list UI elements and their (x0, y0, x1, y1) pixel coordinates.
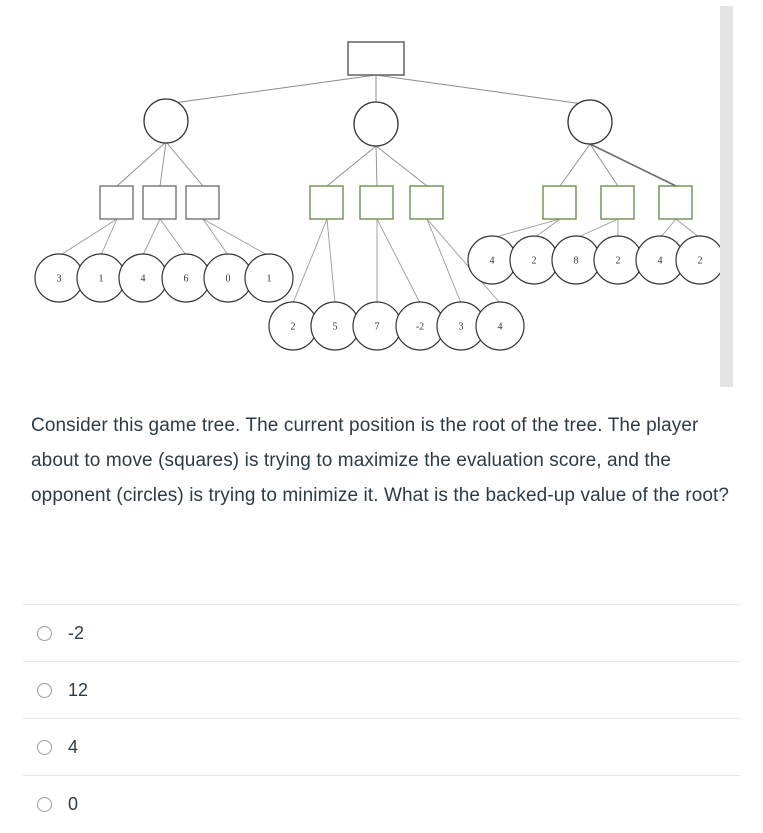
edge-m1-l2 (326, 218, 336, 304)
answer-option-row-2[interactable]: 12 (23, 662, 740, 719)
root-square-shape (347, 41, 405, 76)
leaf-right-3-value: 8 (574, 255, 579, 266)
game-tree-figure: 3 1 4 6 0 1 2 5 7 -2 3 4 (0, 0, 763, 392)
edges-left-subtree-leaves (58, 218, 270, 257)
leaf-right-5-value: 4 (658, 255, 663, 266)
leaf-left-1-value: 3 (57, 273, 62, 284)
edge-c2-s1 (326, 145, 377, 187)
level1-circle-1 (143, 98, 189, 144)
answer-option-label-1: -2 (68, 622, 85, 643)
question-block: Consider this game tree. The current pos… (31, 408, 743, 513)
leaf-middle-2-value: 5 (333, 321, 338, 332)
edge-c1-s1 (116, 141, 167, 187)
edge-c3-s3 (589, 143, 677, 187)
edge-m3-l6 (426, 218, 501, 304)
edge-m3-l5 (426, 218, 462, 304)
edges-middle-subtree-leaves (292, 218, 501, 304)
answer-option-row-3[interactable]: 4 (23, 719, 740, 776)
radio-button-icon[interactable] (37, 682, 52, 698)
radio-button-icon[interactable] (37, 797, 52, 812)
answer-option-label-4: 0 (68, 794, 79, 814)
leaf-circle-middle-6 (475, 301, 525, 351)
edge-m1-l1 (292, 218, 328, 304)
leaf-middle-5-value: 3 (459, 321, 464, 332)
leaf-nodes-right: 4 2 8 2 4 2 (467, 235, 725, 285)
leaf-left-3-value: 4 (141, 273, 146, 284)
leaf-right-1-value: 4 (490, 255, 495, 266)
level2-square-9 (658, 185, 693, 220)
edge-s3-l6 (202, 218, 270, 257)
leaf-left-2-value: 1 (99, 273, 104, 284)
level2-nodes (99, 185, 693, 220)
question-text: Consider this game tree. The current pos… (31, 415, 730, 506)
radio-button-icon[interactable] (37, 625, 52, 641)
leaf-nodes-middle: 2 5 7 -2 3 4 (268, 301, 525, 351)
edge-s2-l3 (142, 218, 161, 256)
level2-square-3 (185, 185, 220, 220)
edge-s1-l2 (100, 218, 118, 256)
radio-button-icon[interactable] (37, 739, 52, 755)
edge-r1-l2 (533, 218, 561, 239)
leaf-right-6-value: 2 (698, 255, 703, 266)
level1-circle-3 (567, 99, 613, 145)
edge-r3-l5 (659, 218, 677, 239)
level2-square-8 (600, 185, 635, 220)
edge-s3-l5 (202, 218, 229, 256)
edges-right-subtree-leaves (491, 218, 701, 239)
level2-square-1 (99, 185, 134, 220)
edge-c3-s1 (559, 143, 591, 187)
edge-r2-l3 (575, 218, 619, 239)
edge-c2-s2 (375, 145, 378, 187)
answer-option-label-2: 12 (68, 679, 89, 700)
leaf-middle-1-value: 2 (291, 321, 296, 332)
leaf-left-6-value: 1 (267, 273, 272, 284)
level2-square-4 (309, 185, 344, 220)
edges-level1-to-level2 (116, 141, 677, 187)
edge-c2-s3 (375, 145, 428, 187)
leaf-left-4-value: 6 (184, 273, 189, 284)
answer-options-list: -2 12 4 0 (23, 604, 740, 833)
level2-square-5 (359, 185, 394, 220)
answer-option-row-1[interactable]: -2 (23, 605, 740, 662)
level2-square-2 (142, 185, 177, 220)
figure-vertical-scrollbar[interactable] (720, 6, 733, 387)
level2-square-7 (542, 185, 577, 220)
edge-c3-s2 (589, 143, 619, 187)
level1-circle-2 (353, 101, 399, 147)
leaf-nodes-left: 3 1 4 6 0 1 (34, 253, 294, 303)
edge-c1-s2 (159, 141, 167, 187)
edge-r1-l1 (491, 218, 561, 239)
answer-option-label-3: 4 (68, 736, 79, 757)
edge-root-c1 (165, 74, 377, 105)
leaf-middle-3-value: 7 (375, 321, 380, 332)
root-node-square (347, 41, 405, 76)
game-tree-svg: 3 1 4 6 0 1 2 5 7 -2 3 4 (34, 41, 725, 351)
answer-option-row-4[interactable]: 0 (23, 776, 740, 833)
edge-r3-l6 (675, 218, 701, 239)
level1-nodes (143, 98, 613, 147)
leaf-circle-left-6 (244, 253, 294, 303)
edge-s2-l4 (159, 218, 187, 256)
leaf-right-2-value: 2 (532, 255, 537, 266)
edge-c1-s3 (165, 141, 204, 187)
leaf-middle-4-value: -2 (416, 321, 424, 332)
edges-root-to-level1 (165, 74, 591, 106)
leaf-middle-6-value: 4 (498, 321, 503, 332)
edge-m2-l4 (376, 218, 421, 304)
edge-s1-l1 (58, 218, 118, 257)
leaf-right-4-value: 2 (616, 255, 621, 266)
leaf-left-5-value: 0 (226, 273, 231, 284)
level2-square-6 (409, 185, 444, 220)
edge-root-c3 (375, 74, 591, 106)
